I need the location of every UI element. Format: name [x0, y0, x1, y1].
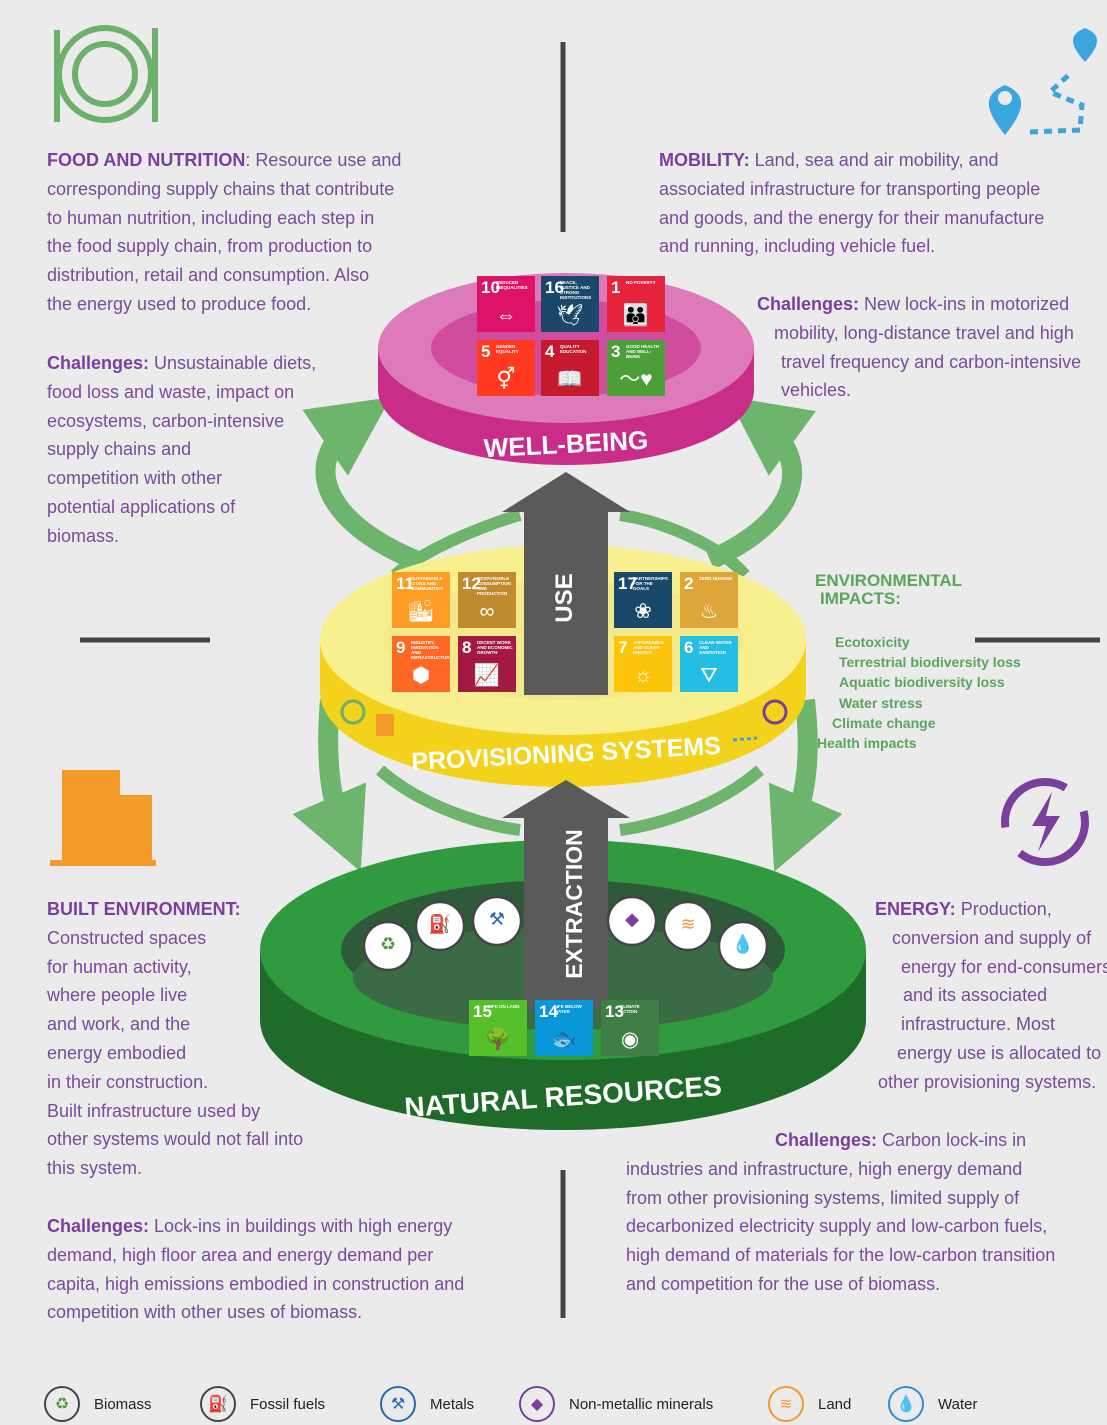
sdg-tile-2: 2Zero hunger♨: [680, 572, 738, 628]
arc-lower-right: [619, 765, 764, 836]
sdg-tile-6: 6Clean water and sanitation⛛: [680, 636, 738, 692]
arc-lower-left: [376, 765, 521, 836]
map-pin-icon: [988, 28, 1098, 135]
built-environment-description: BUILT ENVIRONMENT: Constructed spaces fo…: [47, 895, 303, 1183]
sdg-tile-13: 13Climate action◉: [601, 1000, 659, 1056]
fossil-fuels-ring-icon: ⛽: [428, 914, 452, 934]
mobility-description: MOBILITY: Land, sea and air mobility, an…: [659, 150, 1045, 257]
resource-circle-icons: [362, 895, 769, 972]
use-arrow: [502, 472, 630, 695]
biomass-icon: ♻: [44, 1386, 80, 1422]
energy-icon: [1001, 778, 1089, 866]
mobility-challenges: Challenges: New lock-ins in motorized mo…: [757, 294, 1082, 401]
use-label: USE: [551, 573, 578, 622]
legend-water: 💧 Water: [888, 1384, 977, 1424]
sdg-tile-4: 4Quality education📖: [541, 340, 599, 396]
sdg-tile-10: 10Reduced inequalities⇔: [477, 276, 535, 332]
land-ring-icon: ≋: [680, 914, 696, 934]
sdg-tile-16: 16Peace, justice and strong institutions…: [541, 276, 599, 332]
water-ring-icon: 💧: [731, 934, 755, 954]
arrow-down-left: [292, 699, 367, 872]
arrow-down-right: [768, 698, 843, 872]
sdg-tile-17: 17Partnerships for the goals❀: [614, 572, 672, 628]
extraction-label: EXTRACTION: [561, 829, 587, 979]
impact-item: Aquatic biodiversity loss: [839, 674, 1005, 690]
arc-upper-left: [391, 509, 522, 580]
legend-biomass: ♻ Biomass: [44, 1384, 152, 1424]
sdg-tile-9: 9Industry, innovation and infrastructure…: [392, 636, 450, 692]
minerals-icon: ◆: [519, 1386, 555, 1422]
impacts-title: ENVIRONMENTAL IMPACTS:: [815, 571, 963, 608]
metals-icon: ⚒: [380, 1386, 416, 1422]
energy-description: ENERGY: Production, conversion and suppl…: [875, 899, 1107, 1092]
land-icon: ≋: [768, 1386, 804, 1422]
arc-upper-right: [619, 509, 750, 580]
impact-item: Terrestrial biodiversity loss: [839, 654, 1021, 670]
built-heading: BUILT ENVIRONMENT:: [47, 899, 241, 919]
sdg-tile-8: 8Decent work and economic growth📈: [458, 636, 516, 692]
legend-land: ≋ Land: [768, 1384, 851, 1424]
sdg-tile-7: 7Affordable and clean energy☼: [614, 636, 672, 692]
biomass-ring-icon: ♻: [379, 934, 397, 954]
sdg-tile-11: 11Sustainable cities and communities🏙: [392, 572, 450, 628]
fossil-fuels-icon: ⛽: [200, 1386, 236, 1422]
metals-ring-icon: ⚒: [488, 909, 506, 929]
impact-item: Health impacts: [817, 735, 917, 751]
impact-item: Ecotoxicity: [835, 634, 910, 650]
arrow-up-left: [302, 397, 419, 570]
provisioning-small-icons: [340, 699, 788, 742]
impact-item: Water stress: [839, 695, 923, 711]
food-nutrition-description: FOOD AND NUTRITION: Resource use and cor…: [47, 150, 402, 314]
food-heading: FOOD AND NUTRITION: [47, 150, 246, 170]
sdg-tile-14: 14Life below water🐟: [535, 1000, 593, 1056]
mobility-heading: MOBILITY:: [659, 150, 750, 170]
built-environment-challenges: Challenges: Lock-ins in buildings with h…: [47, 1216, 465, 1323]
sdg-tile-3: 3Good health and well-being〜♥: [607, 340, 665, 396]
energy-challenges: Challenges: Carbon lock-ins in industrie…: [626, 1130, 1056, 1294]
legend-fossil-fuels: ⛽ Fossil fuels: [200, 1384, 325, 1424]
sdg-tile-1: 1No poverty👪: [607, 276, 665, 332]
sdg-tile-5: 5Gender equality⚥: [477, 340, 535, 396]
legend-metals: ⚒ Metals: [380, 1384, 474, 1424]
food-plate-icon: [54, 25, 158, 123]
impact-item: Climate change: [832, 715, 936, 731]
building-icon: [50, 770, 156, 866]
minerals-ring-icon: ◆: [625, 909, 639, 929]
sdg-tile-12: 12Responsible consumption and production…: [458, 572, 516, 628]
water-icon: 💧: [888, 1386, 924, 1422]
arrow-up-right: [705, 396, 816, 570]
energy-heading: ENERGY:: [875, 899, 956, 919]
extraction-arrow: [502, 780, 630, 1010]
legend-non-metallic-minerals: ◆ Non-metallic minerals: [519, 1384, 713, 1424]
food-challenges: Challenges: Unsustainable diets, food lo…: [47, 353, 317, 546]
